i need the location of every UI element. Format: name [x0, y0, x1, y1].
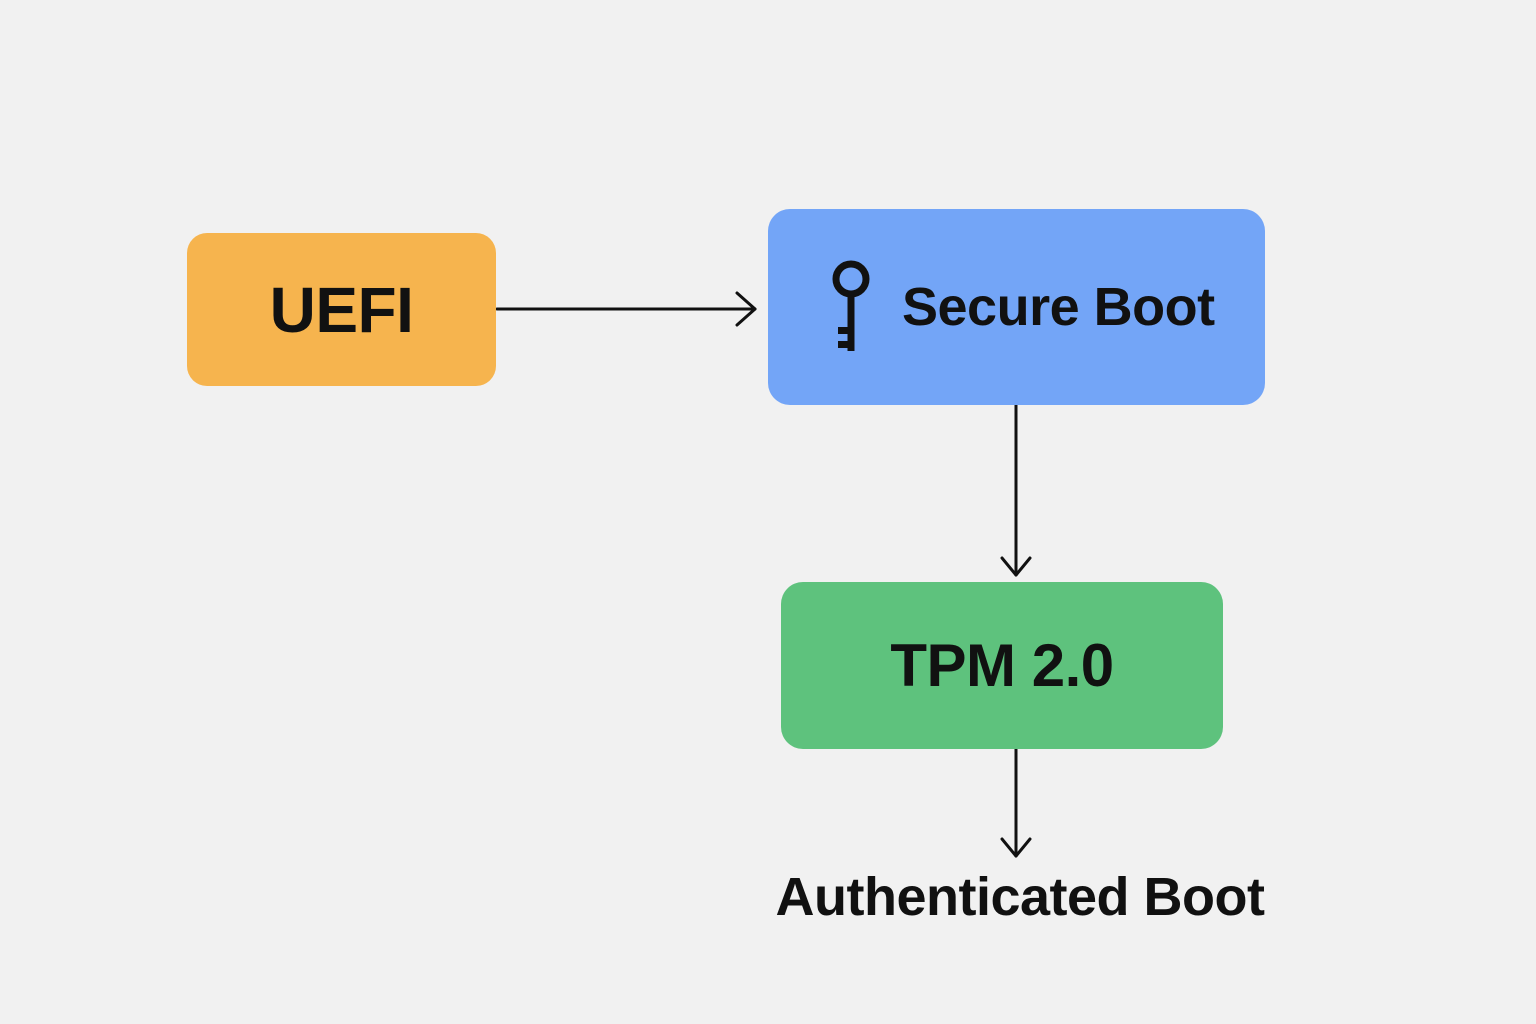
edge-secure-boot-to-tpm [1000, 403, 1032, 577]
key-icon [832, 260, 870, 351]
tpm-label: TPM 2.0 [890, 632, 1114, 699]
authenticated-boot-label: Authenticated Boot [775, 867, 1265, 927]
uefi-label: UEFI [269, 273, 414, 346]
tpm-node: TPM 2.0 [781, 582, 1223, 749]
uefi-node: UEFI [187, 233, 496, 386]
secure-boot-label: Secure Boot [902, 277, 1215, 337]
edge-tpm-to-authenticated-boot [1000, 747, 1032, 858]
edge-uefi-to-secure-boot [495, 291, 757, 327]
secure-boot-node: Secure Boot [768, 209, 1265, 405]
